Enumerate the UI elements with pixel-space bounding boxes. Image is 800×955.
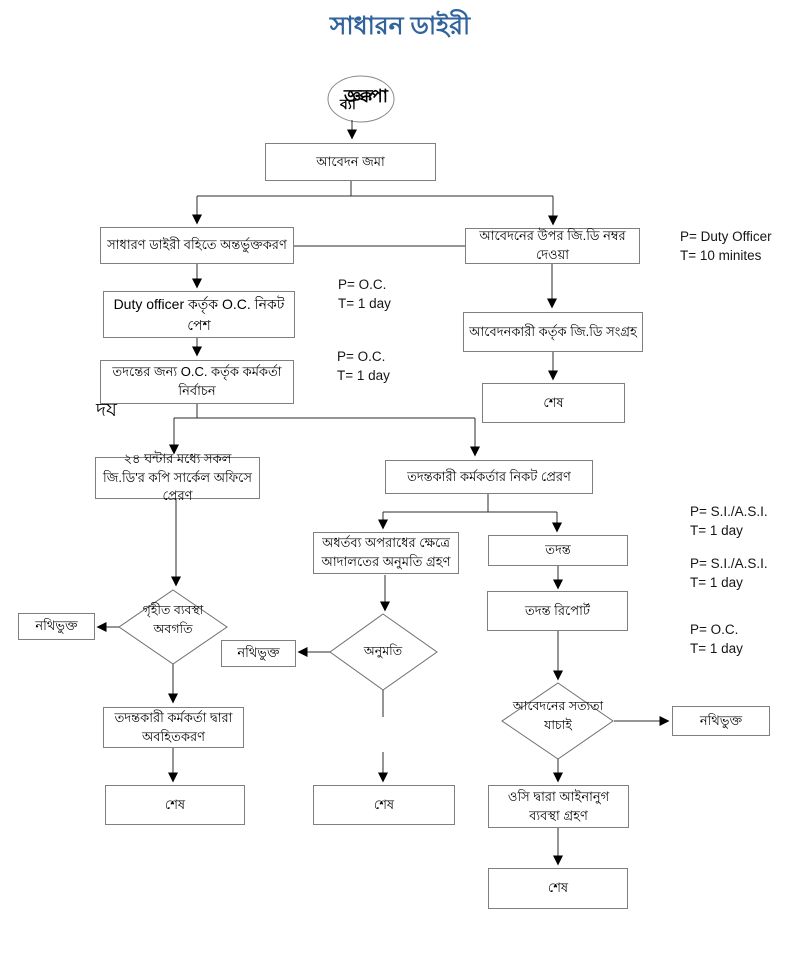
note-line: P= O.C. — [337, 349, 386, 364]
note-line: T= 10 minites — [680, 247, 762, 263]
decision-action-info-label: গৃহীত ব্যবস্থা অবগতি — [142, 603, 204, 637]
node-application-submit: আবেদন জমা — [265, 143, 436, 181]
note-line: T= 1 day — [337, 367, 390, 383]
stray-text: দয — [96, 400, 117, 421]
node-court-permission: অধর্তব্য অপরাধের ক্ষেত্রে আদালতের অনুমতি… — [313, 532, 459, 574]
decision-verify-label: আবেদনের সত্যতা যাচাই — [512, 699, 604, 733]
node-end-left: শেষ — [105, 785, 245, 825]
page-title: সাধারন ডাইরী — [329, 12, 471, 40]
node-duty-officer-present: Duty officer কর্তৃক O.C. নিকট পেশ — [103, 291, 295, 338]
node-gd-number-assign: আবেদনের উপর জি.ডি নম্বর দেওয়া — [465, 228, 640, 264]
note-line: T= 1 day — [690, 522, 743, 538]
note-si-asi-1: P= S.I./A.S.I. T= 1 day — [690, 503, 768, 541]
start-node-text-fragment: ব্যা — [340, 96, 356, 112]
start-node-text: জ্ঞক্কপা ব্যা — [328, 76, 408, 124]
node-io-inform: তদন্তকারী কর্মকর্তা দ্বারা অবহিতকরণ — [103, 707, 244, 748]
decision-permission-label: অনুমতি — [363, 644, 403, 658]
note-oc-1: P= O.C. T= 1 day — [338, 276, 391, 314]
start-node-text-fragment: জ্ঞক্কপা — [344, 86, 388, 106]
note-line: P= Duty Officer — [680, 229, 772, 244]
node-copy-to-circle-office: ২৪ ঘন্টার মধ্যে সকল জি.ডি'র কপি সার্কেল … — [95, 451, 260, 503]
node-applicant-collect-gd: আবেদনকারী কর্তৃক জি.ডি সংগ্রহ — [463, 312, 643, 352]
note-line: P= O.C. — [690, 622, 739, 637]
note-line: P= S.I./A.S.I. — [690, 504, 768, 519]
decision-diamonds — [118, 589, 614, 760]
node-officer-selection: তদন্তের জন্য O.C. কর্তৃক কর্মকর্তা নির্ব… — [100, 360, 294, 404]
note-si-asi-2: P= S.I./A.S.I. T= 1 day — [690, 555, 768, 593]
node-end-middle: শেষ — [313, 785, 455, 825]
note-oc-3: P= O.C. T= 1 day — [690, 621, 743, 659]
node-investigation-report: তদন্ত রিপোর্ট — [487, 591, 628, 631]
connectors — [96, 120, 670, 866]
node-recorded-middle: নথিভুক্ত — [221, 640, 296, 667]
node-investigation: তদন্ত — [488, 535, 628, 566]
node-recorded-right: নথিভুক্ত — [672, 706, 770, 736]
note-line: T= 1 day — [690, 640, 743, 656]
note-line: P= S.I./A.S.I. — [690, 556, 768, 571]
note-oc-2: P= O.C. T= 1 day — [337, 348, 390, 386]
note-line: T= 1 day — [690, 574, 743, 590]
note-duty-officer: P= Duty Officer T= 10 minites — [680, 228, 772, 266]
node-gd-book-entry: সাধারণ ডাইরী বহিতে অন্তর্ভুক্তকরণ — [100, 227, 294, 264]
node-recorded-left: নথিভুক্ত — [18, 613, 95, 640]
node-send-to-io: তদন্তকারী কর্মকর্তার নিকট প্রেরণ — [385, 460, 593, 494]
note-line: T= 1 day — [338, 295, 391, 311]
node-end-bottom: শেষ — [488, 868, 628, 909]
node-oc-legal-action: ওসি দ্বারা আইনানুগ ব্যবস্থা গ্রহণ — [488, 785, 629, 828]
note-line: P= O.C. — [338, 277, 387, 292]
start-circle — [327, 75, 395, 123]
node-end-right: শেষ — [482, 383, 625, 423]
